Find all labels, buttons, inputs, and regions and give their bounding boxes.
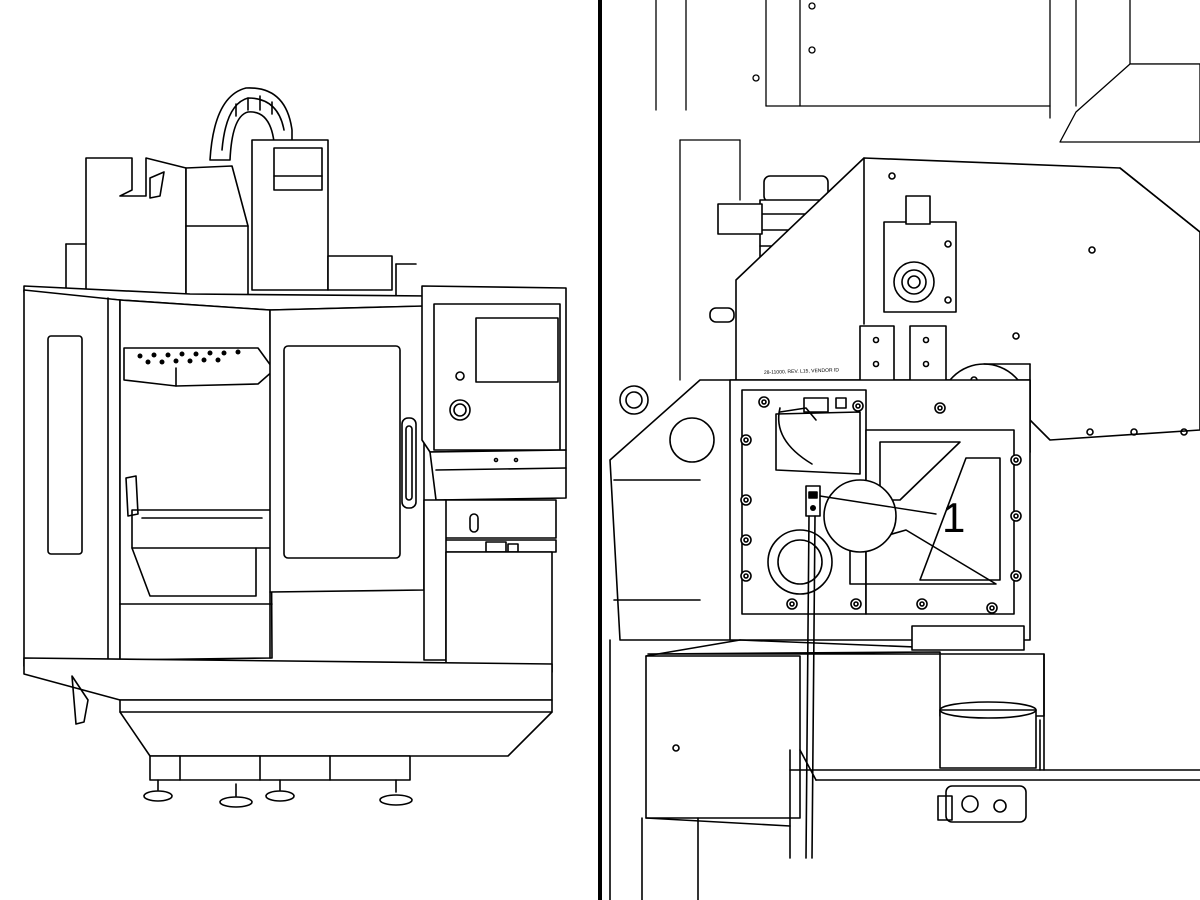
leveling-foot: [143, 779, 173, 802]
control-screen: [475, 317, 559, 383]
spindle-unit: [883, 195, 957, 313]
detail-view: 28-11000, REV. L15, VENDOR ID: [609, 0, 1200, 900]
control-pendant: [421, 285, 567, 567]
leveling-foot: [379, 779, 413, 806]
proximity-sensor: [805, 485, 821, 517]
cabinet-side: [445, 551, 553, 673]
leveling-foot: [265, 779, 295, 802]
background-column: [655, 0, 1200, 381]
mounting-bolts: [740, 396, 1022, 614]
sensor-cable: [805, 515, 816, 859]
bottom-clamp: [937, 785, 1027, 823]
left-side-panel: [23, 289, 121, 673]
spindle-head-housing: [65, 139, 417, 297]
lower-housing: [641, 639, 1200, 900]
front-door: [269, 305, 425, 659]
machine-overview-view: [23, 87, 567, 808]
right-cabinet: [423, 499, 447, 661]
callout-leader-line: [819, 495, 937, 515]
main-housing: 28-11000, REV. L15, VENDOR ID: [735, 157, 1200, 441]
front-left-panel: [119, 299, 275, 661]
part-number-label: 28-11000, REV. L15, VENDOR ID: [764, 367, 840, 376]
leveling-foot: [219, 783, 253, 808]
machine-base: [23, 657, 553, 781]
sensor-bracket: [778, 397, 847, 465]
tool-holder-holes: [137, 349, 241, 365]
mounting-plate: [729, 379, 1031, 651]
leveling-feet: [143, 779, 413, 808]
callout-1: 1: [819, 494, 965, 541]
callout-label: 1: [942, 494, 965, 541]
